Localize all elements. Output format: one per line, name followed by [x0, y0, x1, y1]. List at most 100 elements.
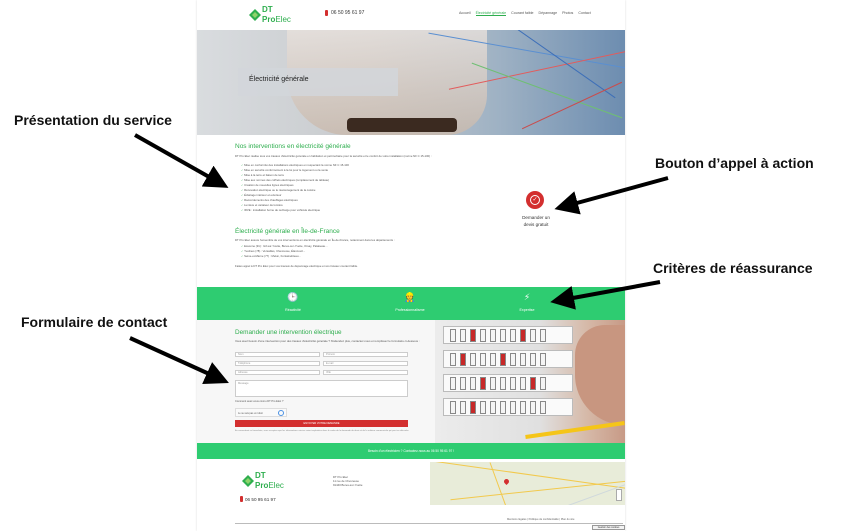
region-heading: Électricité générale en Île-de-France — [235, 228, 340, 235]
arrow-to-cta — [554, 176, 669, 215]
reassurance-label: Réactivité — [285, 308, 301, 312]
region-list-item: Yvelines (78) : Versailles, Chevreuse, É… — [241, 249, 328, 254]
footer-divider — [235, 523, 623, 524]
service-heading: Nos interventions en électricité général… — [235, 143, 351, 150]
form-legal-text: En soumettant ce formulaire, vous accept… — [235, 430, 410, 432]
breaker-row — [443, 398, 573, 416]
hero-banner: Électricité générale — [197, 30, 625, 135]
field-ville[interactable]: Ville — [323, 370, 408, 375]
field-email[interactable]: E-mail — [323, 361, 408, 366]
logo-text-dt: DT — [262, 5, 273, 14]
nav-depannage[interactable]: Dépannage — [538, 11, 558, 15]
region-intro: DT Pro Elec assure l'ensemble de vos int… — [235, 238, 395, 242]
field-nom[interactable]: Nom — [235, 352, 320, 357]
service-list-item: Mise en conformité des installations éle… — [241, 163, 349, 168]
main-nav: Accueil Électricité générale Courant fai… — [459, 11, 591, 16]
reassurance-item-expertise: ⚡ Expertise — [497, 292, 557, 312]
annotation-service: Présentation du service — [14, 112, 172, 128]
arrow-to-reassurance — [550, 280, 661, 310]
reassurance-item-professionnalisme: 👷 Professionnalisme — [380, 292, 440, 312]
service-list-item: Lumière et variateur de lumière — [241, 203, 349, 208]
footer-logo-text-proelec: ProElec — [255, 481, 284, 490]
field-telephone[interactable]: Téléphone — [235, 361, 320, 366]
phone-icon — [240, 496, 243, 502]
service-list: Mise en conformité des installations éle… — [241, 163, 349, 213]
cookie-settings-button[interactable]: Gestion des cookies — [592, 525, 625, 530]
contact-banner[interactable]: Besoin d'un électricien ? Contactez-nous… — [197, 443, 625, 459]
service-list-item: Mise à la terre et liaison de terre — [241, 173, 349, 178]
header-phone[interactable]: 06 50 95 61 97 — [325, 10, 364, 16]
breaker-row — [443, 350, 573, 368]
service-outro: Faites appel à DT Pro Elec pour vos trav… — [235, 264, 358, 268]
submit-button[interactable]: ENVOYER VOTRE DEMANDE — [235, 420, 408, 427]
service-list-item: Création de nouvelles lignes électriques — [241, 183, 349, 188]
footer-address-line: DT Pro Elec — [333, 475, 349, 479]
header-phone-number: 06 50 95 61 97 — [331, 10, 365, 16]
field-message[interactable]: Message — [235, 380, 408, 397]
field-adresse[interactable]: Adresse — [235, 370, 320, 375]
region-list-item: Essonne (91) : Gif-sur-Yvette, Bures-sur… — [241, 244, 327, 249]
service-section: Nos interventions en électricité général… — [197, 135, 625, 287]
service-list-item: Mise en sécurité conformément à la loi p… — [241, 168, 349, 173]
annotation-reassurance: Critères de réassurance — [653, 260, 813, 276]
hero-title-box — [238, 68, 398, 96]
how-known-label: Comment avez-vous connu DT Pro Elec ? — [235, 400, 284, 403]
breaker-row — [443, 374, 573, 392]
logo-text-proelec: ProElec — [262, 15, 291, 24]
reassurance-item-reactivite: 🕒 Réactivité — [263, 292, 323, 312]
annotation-form: Formulaire de contact — [21, 314, 168, 330]
footer-links[interactable]: Mentions légales | Politique de confiden… — [507, 518, 575, 521]
nav-courant-faible[interactable]: Courant faible — [511, 11, 534, 15]
footer-address: DT Pro Elec 11 rue de Chevreuse 91440 Bu… — [333, 475, 362, 487]
nav-contact[interactable]: Contact — [578, 11, 591, 15]
quote-request-label[interactable]: Demander un devis gratuit — [522, 215, 550, 227]
arrow-to-service — [134, 133, 229, 188]
hero-tool-belt — [347, 118, 457, 132]
electrical-panel-image — [435, 320, 625, 443]
reassurance-label: Expertise — [519, 308, 535, 312]
form-description: Vous avez besoin d'une intervention pour… — [235, 339, 420, 343]
hero-title: Électricité générale — [249, 76, 309, 83]
service-list-item: Raccordements des chauffages électriques — [241, 198, 349, 203]
site-header: DT ProElec 06 50 95 61 97 Accueil Électr… — [197, 0, 625, 30]
footer-address-line: 91440 Bures-sur-Yvette — [333, 483, 363, 487]
form-heading: Demander une intervention électrique — [235, 329, 342, 336]
leaf-logo-icon — [242, 475, 254, 487]
recaptcha-widget[interactable]: Je ne suis pas un robot — [235, 408, 287, 417]
arrow-to-form — [129, 336, 229, 384]
site-footer: DT ProElec DT Pro Elec 11 rue de Chevreu… — [197, 459, 625, 531]
leaf-logo-icon — [249, 9, 261, 21]
check-circle-icon: ✓ — [530, 195, 540, 205]
nav-electricite-generale[interactable]: Électricité générale — [475, 11, 507, 16]
footer-logo[interactable]: DT ProElec — [240, 471, 284, 491]
quote-request-button[interactable]: ✓ — [526, 191, 544, 209]
footer-map[interactable] — [430, 462, 625, 505]
footer-address-line: 11 rue de Chevreuse — [333, 479, 359, 483]
bolt-icon: ⚡ — [523, 292, 531, 302]
annotation-cta: Bouton d’appel à action — [655, 155, 814, 171]
clock-icon: 🕒 — [287, 292, 299, 302]
service-list-item: IRVE : installation borne de recharge po… — [241, 208, 349, 213]
service-list-item: Mise aux normes des coffrets électriques… — [241, 178, 349, 183]
region-list: Essonne (91) : Gif-sur-Yvette, Bures-sur… — [241, 244, 328, 259]
footer-phone[interactable]: 06 50 95 61 97 — [240, 496, 276, 502]
recaptcha-label: Je ne suis pas un robot — [238, 412, 263, 415]
field-prenom[interactable]: Prénom — [323, 352, 408, 357]
site-logo[interactable]: DT ProElec — [247, 5, 291, 25]
phone-icon — [325, 10, 328, 16]
footer-phone-number: 06 50 95 61 97 — [245, 496, 276, 502]
website-page: DT ProElec 06 50 95 61 97 Accueil Électr… — [197, 0, 625, 531]
service-intro: DT Pro Elec réalise tous vos travaux d'é… — [235, 154, 432, 158]
service-list-item: Rénovation électrique ou le réaménagemen… — [241, 188, 349, 193]
service-list-item: Éclairage intérieur et extérieur — [241, 193, 349, 198]
region-list-item: Seine-et-Marne (77) : Melun, Fontaineble… — [241, 254, 328, 259]
reassurance-label: Professionnalisme — [395, 308, 425, 312]
nav-photos[interactable]: Photos — [562, 11, 574, 15]
footer-logo-text-dt: DT — [255, 471, 266, 480]
recaptcha-icon — [278, 410, 284, 416]
worker-icon: 👷 — [404, 292, 416, 302]
nav-accueil[interactable]: Accueil — [459, 11, 471, 15]
map-zoom-control[interactable] — [616, 489, 622, 501]
breaker-row — [443, 326, 573, 344]
